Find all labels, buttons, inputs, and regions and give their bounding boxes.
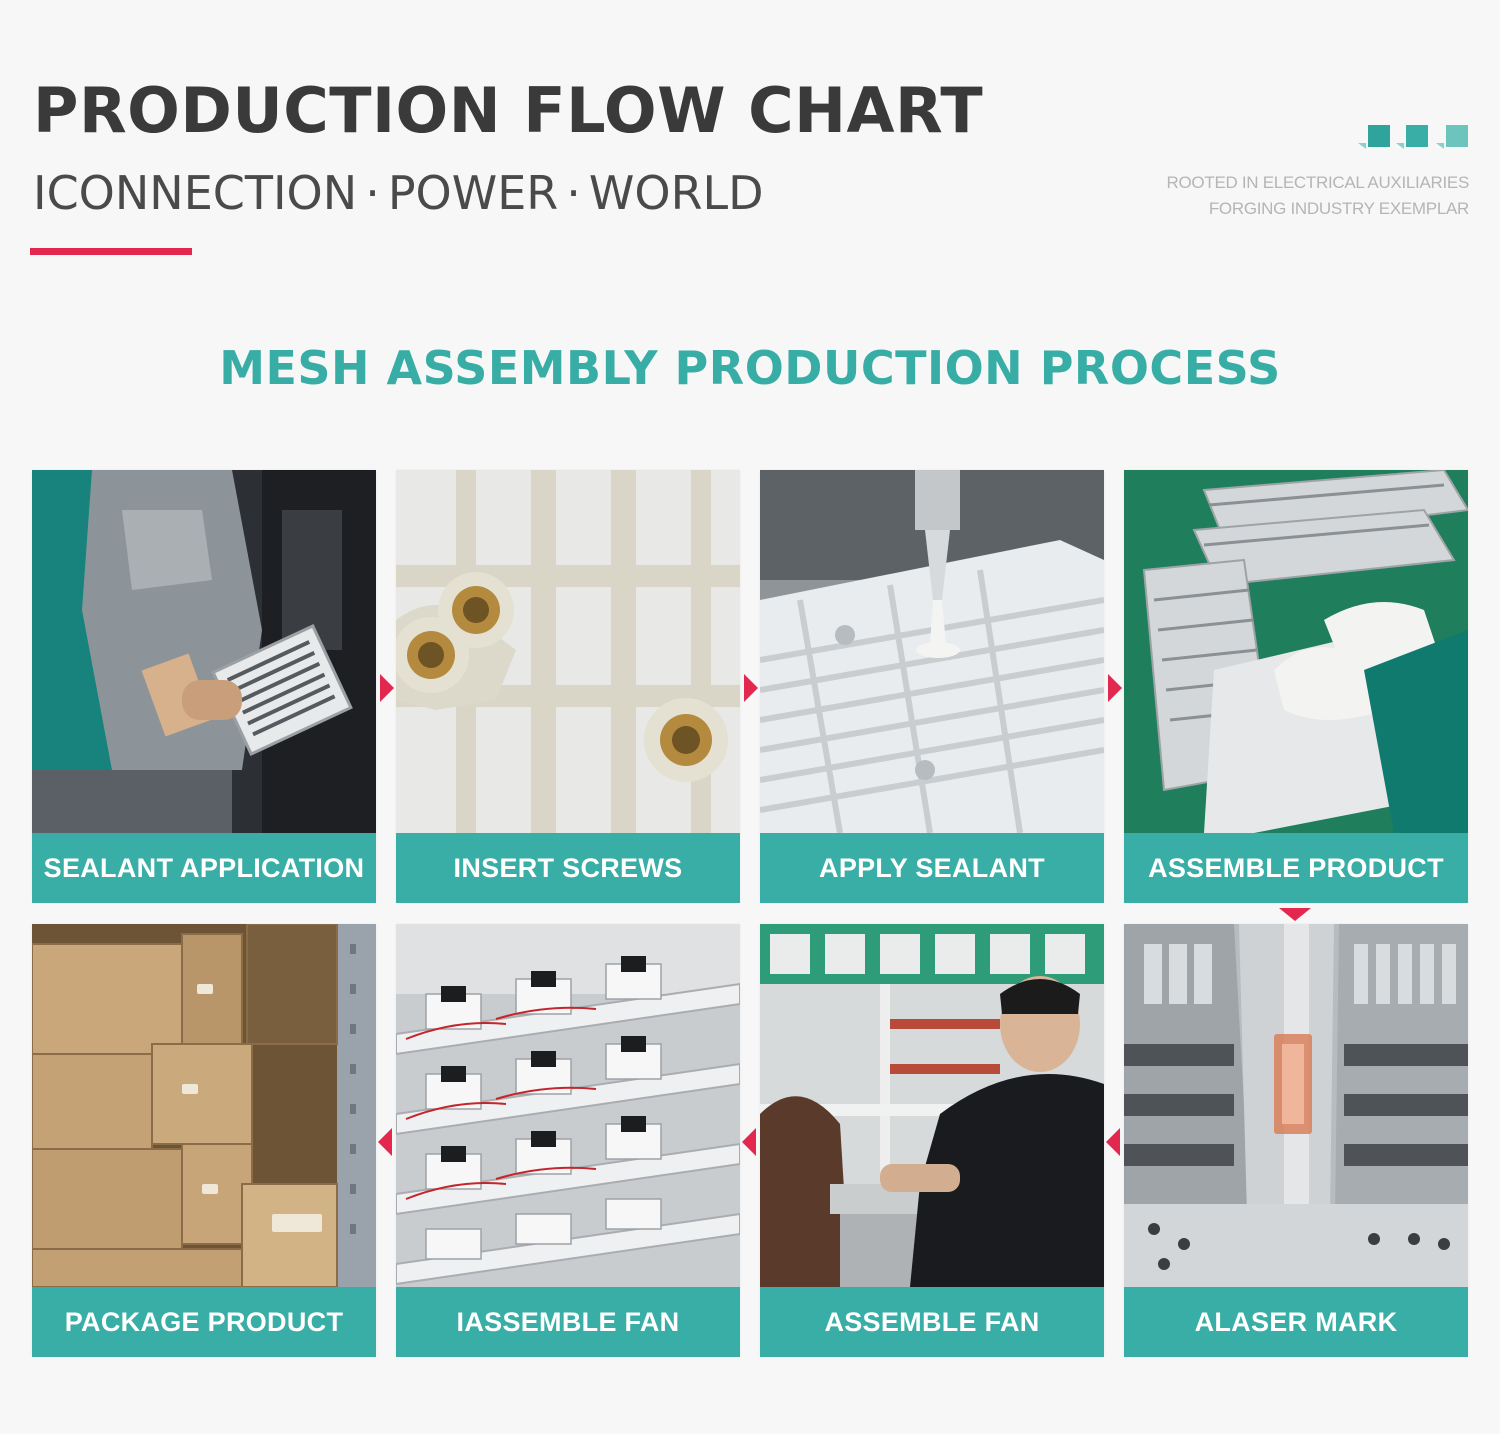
gloved-hands-assembling-grilles-photo — [1124, 470, 1468, 833]
step-photo — [32, 924, 376, 1287]
step-label: PACKAGE PRODUCT — [64, 1306, 344, 1337]
flow-arrow-right-icon — [380, 674, 394, 702]
company-slogan: ROOTED IN ELECTRICAL AUXILIARIES FORGING… — [1166, 170, 1470, 222]
step-label-bar: ASSEMBLE FAN — [760, 1287, 1104, 1357]
workers-at-assembly-line-photo — [760, 924, 1104, 1287]
slogan-line-1: ROOTED IN ELECTRICAL AUXILIARIES — [1166, 173, 1470, 192]
brand-tagline: ICONNECTION·POWER·WORLD — [33, 170, 764, 216]
fan-units-on-racks-photo — [396, 924, 740, 1287]
tagline-separator-1: · — [365, 166, 380, 220]
process-step-card: PACKAGE PRODUCT — [32, 924, 376, 1357]
grille-with-brass-inserts-photo — [396, 470, 740, 833]
step-label-bar: SEALANT APPLICATION — [32, 833, 376, 903]
process-step-card: ALASER MARK — [1124, 924, 1468, 1357]
step-photo — [396, 470, 740, 833]
process-step-card: IASSEMBLE FAN — [396, 924, 740, 1357]
laser-marked-grilles-photo — [1124, 924, 1468, 1287]
tagline-part-3: WORLD — [588, 166, 764, 220]
step-label-bar: IASSEMBLE FAN — [396, 1287, 740, 1357]
step-label: ASSEMBLE PRODUCT — [1148, 852, 1444, 883]
flow-arrow-left-icon — [742, 1128, 756, 1156]
decorative-squares-icon — [1358, 125, 1468, 149]
tagline-part-2: POWER — [387, 166, 559, 220]
flow-arrow-down-icon — [1279, 908, 1311, 921]
step-photo — [1124, 924, 1468, 1287]
step-label: IASSEMBLE FAN — [456, 1306, 680, 1337]
stacked-cardboard-boxes-photo — [32, 924, 376, 1287]
worker-holding-grille-photo — [32, 470, 376, 833]
step-photo — [32, 470, 376, 833]
process-step-card: ASSEMBLE PRODUCT — [1124, 470, 1468, 903]
slogan-line-2: FORGING INDUSTRY EXEMPLAR — [1208, 199, 1469, 218]
step-label: ALASER MARK — [1194, 1306, 1398, 1337]
flow-arrow-right-icon — [1108, 674, 1122, 702]
step-label-bar: PACKAGE PRODUCT — [32, 1287, 376, 1357]
step-label: ASSEMBLE FAN — [824, 1306, 1040, 1337]
step-photo — [760, 924, 1104, 1287]
step-label-bar: INSERT SCREWS — [396, 833, 740, 903]
sealant-nozzle-on-grille-photo — [760, 470, 1104, 833]
step-label-bar: APPLY SEALANT — [760, 833, 1104, 903]
title-underline-accent — [30, 248, 192, 255]
step-photo — [396, 924, 740, 1287]
process-step-card: INSERT SCREWS — [396, 470, 740, 903]
step-label-bar: ALASER MARK — [1124, 1287, 1468, 1357]
tagline-part-1: ICONNECTION — [33, 166, 358, 220]
flow-arrow-left-icon — [378, 1128, 392, 1156]
flow-arrow-right-icon — [744, 674, 758, 702]
process-step-card: SEALANT APPLICATION — [32, 470, 376, 903]
step-label: INSERT SCREWS — [453, 852, 683, 883]
process-step-card: APPLY SEALANT — [760, 470, 1104, 903]
page-title: PRODUCTION FLOW CHART — [33, 74, 984, 147]
tagline-separator-2: · — [566, 166, 581, 220]
step-label-bar: ASSEMBLE PRODUCT — [1124, 833, 1468, 903]
step-label: APPLY SEALANT — [819, 852, 1045, 883]
process-step-card: ASSEMBLE FAN — [760, 924, 1104, 1357]
step-photo — [1124, 470, 1468, 833]
section-heading: MESH ASSEMBLY PRODUCTION PROCESS — [219, 341, 1281, 395]
step-photo — [760, 470, 1104, 833]
flow-arrow-left-icon — [1106, 1128, 1120, 1156]
step-label: SEALANT APPLICATION — [43, 852, 365, 883]
